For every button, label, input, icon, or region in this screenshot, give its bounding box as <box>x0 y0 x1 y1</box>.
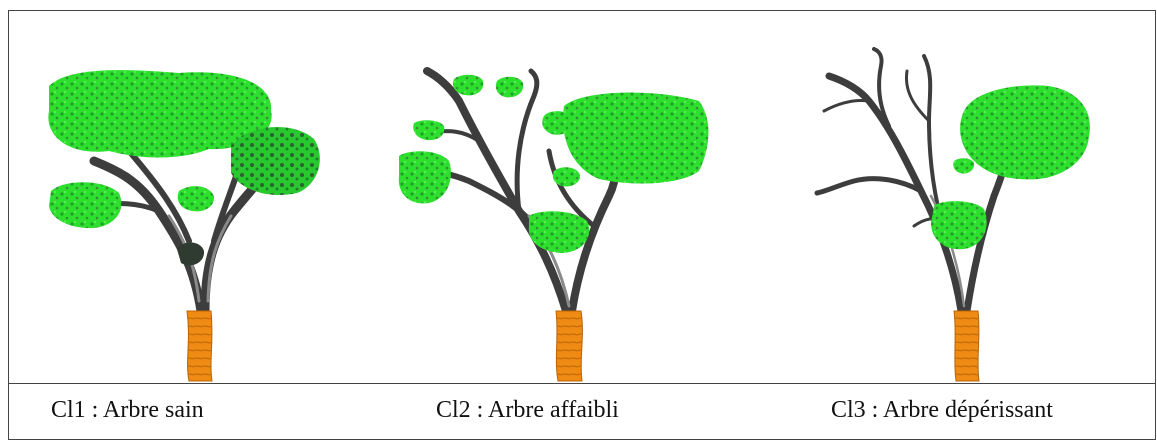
caption-cl1: Cl1 : Arbre sain <box>51 397 204 424</box>
tree-cl2-trunk <box>556 311 582 381</box>
caption-cl3: Cl3 : Arbre dépérissant <box>831 397 1053 424</box>
tree-cl3-branches <box>817 49 1014 311</box>
caption-row: Cl1 : Arbre sain Cl2 : Arbre affaibli Cl… <box>9 383 1155 440</box>
tree-cl1 <box>48 70 319 381</box>
tree-illustrations <box>9 11 1155 383</box>
caption-cl2: Cl2 : Arbre affaibli <box>436 397 619 424</box>
tree-cl1-trunk <box>187 311 212 381</box>
tree-cl3 <box>817 49 1090 381</box>
tree-cl3-trunk <box>954 311 979 381</box>
tree-cl3-foliage <box>931 85 1090 249</box>
tree-cl2 <box>399 71 709 381</box>
